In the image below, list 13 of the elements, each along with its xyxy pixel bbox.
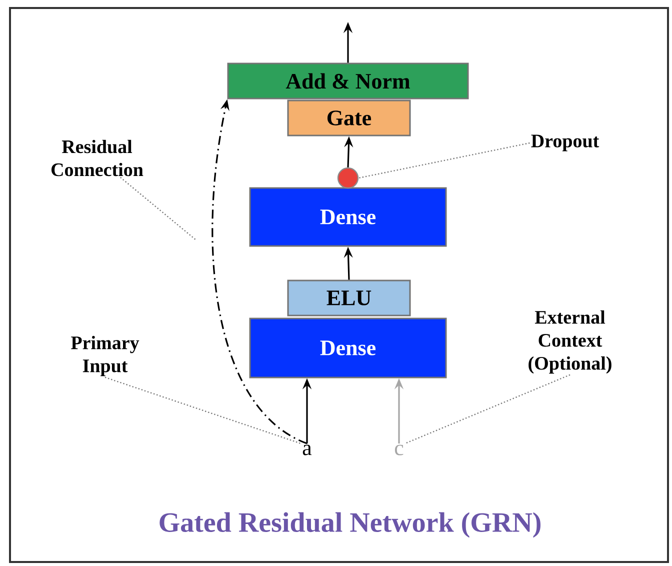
elu-box: ELU: [287, 280, 411, 316]
add-norm-box: Add & Norm: [227, 62, 469, 100]
dense-box: Dense: [249, 187, 447, 247]
dense-box: Dense: [249, 318, 447, 378]
input-symbol: c: [394, 444, 404, 456]
gate-box: Gate: [287, 100, 411, 136]
input-symbol: a: [302, 444, 312, 456]
dropout-dot: [337, 167, 359, 189]
caption: Gated Residual Network (GRN): [160, 512, 540, 538]
annotation-label: Dropout: [531, 134, 600, 152]
annotation-label: Primary Input: [71, 336, 140, 376]
annotation-label: Residual Connection: [51, 140, 144, 176]
annotation-label: External Context (Optional): [528, 310, 612, 374]
